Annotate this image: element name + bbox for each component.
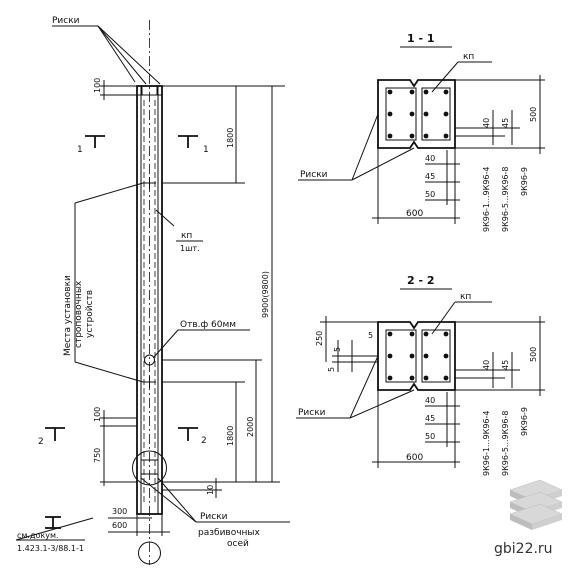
section-2-title: 2 - 2 [407, 274, 435, 287]
svg-text:40: 40 [482, 118, 491, 128]
svg-text:кп: кп [460, 292, 471, 302]
svg-text:9К96-1...9К96-4: 9К96-1...9К96-4 [482, 411, 491, 476]
section-mark-1-left: 1 [77, 135, 105, 155]
svg-text:устройств: устройств [85, 290, 95, 338]
svg-text:осей: осей [227, 539, 249, 549]
svg-text:1800: 1800 [226, 128, 235, 148]
svg-text:10: 10 [206, 485, 215, 495]
svg-text:600: 600 [406, 453, 423, 463]
svg-text:Отв.ф 60мм: Отв.ф 60мм [180, 320, 236, 330]
svg-text:кп: кп [463, 52, 474, 62]
svg-text:600: 600 [406, 209, 423, 219]
svg-text:кп: кп [181, 231, 192, 241]
section-2-bars [387, 331, 449, 381]
hole-60mm [144, 354, 155, 366]
svg-text:9900(9800): 9900(9800) [261, 271, 270, 318]
svg-text:9К96-5...9К96-8: 9К96-5...9К96-8 [501, 167, 510, 232]
svg-text:1800: 1800 [226, 426, 235, 446]
reference-note: см.докум. 1.423.1-3/88.1-1 [15, 516, 94, 553]
svg-text:9К96-9: 9К96-9 [520, 407, 529, 436]
section-1-1: 1 - 1 кп Риски 600 500 [298, 32, 545, 232]
section-mark-2-right: 2 [178, 427, 207, 446]
section-1-title: 1 - 1 [407, 32, 435, 45]
svg-text:1.423.1-3/88.1-1: 1.423.1-3/88.1-1 [17, 544, 84, 553]
svg-text:Риски: Риски [200, 512, 228, 522]
svg-text:2000: 2000 [246, 417, 255, 437]
section-1-bars [387, 89, 449, 139]
axis-bubble [138, 541, 161, 565]
svg-text:9К96-9: 9К96-9 [520, 167, 529, 196]
svg-text:500: 500 [529, 107, 538, 122]
svg-text:100: 100 [93, 78, 102, 93]
svg-text:40: 40 [425, 396, 435, 405]
section-mark-2-left: 2 [38, 427, 65, 447]
svg-text:100: 100 [93, 407, 102, 422]
svg-text:1: 1 [77, 145, 83, 155]
svg-text:600: 600 [112, 521, 127, 530]
svg-text:1шт.: 1шт. [180, 244, 200, 253]
svg-text:45: 45 [501, 118, 510, 128]
svg-text:500: 500 [529, 347, 538, 362]
svg-text:250: 250 [315, 331, 324, 346]
section-2-2: 2 - 2 кп 250 5 5 5 Риски [296, 274, 545, 476]
lifting-point-lower [143, 376, 156, 388]
svg-text:строповочных: строповочных [74, 280, 84, 348]
column-elevation: Риски 100 1 1 2 2 [15, 16, 290, 565]
svg-text:Места установки: Места установки [63, 275, 73, 356]
svg-text:1: 1 [203, 145, 209, 155]
notches-label-bottom: Риски разбивочных осей [140, 477, 290, 549]
svg-text:5: 5 [333, 347, 342, 352]
svg-text:2: 2 [201, 436, 207, 446]
kp-label: кп 1шт. [155, 209, 203, 253]
svg-text:9К96-5...9К96-8: 9К96-5...9К96-8 [501, 411, 510, 476]
svg-text:300: 300 [112, 507, 127, 516]
svg-text:2: 2 [38, 437, 44, 447]
svg-text:40: 40 [425, 154, 435, 163]
svg-text:45: 45 [425, 414, 435, 423]
svg-text:разбивочных: разбивочных [198, 528, 261, 538]
svg-text:Риски: Риски [298, 408, 326, 418]
lifting-places-label: Места установки строповочных устройств [63, 182, 144, 383]
svg-text:50: 50 [425, 190, 435, 199]
svg-text:45: 45 [501, 360, 510, 370]
section-mark-1-right: 1 [178, 135, 209, 155]
svg-text:5: 5 [368, 331, 373, 340]
svg-text:9К96-1...9К96-4: 9К96-1...9К96-4 [482, 167, 491, 232]
notches-label-top: Риски [52, 16, 80, 26]
svg-text:50: 50 [425, 432, 435, 441]
svg-text:40: 40 [482, 360, 491, 370]
svg-text:см.докум.: см.докум. [17, 531, 59, 540]
stacked-slabs-logo-icon [509, 479, 563, 530]
lifting-point-upper [143, 177, 156, 189]
svg-text:Риски: Риски [300, 170, 328, 180]
hole-label: Отв.ф 60мм [153, 320, 250, 358]
watermark: gbi22.ru [494, 479, 563, 557]
svg-text:5: 5 [327, 367, 336, 372]
svg-text:45: 45 [425, 172, 435, 181]
watermark-site: gbi22.ru [494, 541, 553, 557]
svg-text:750: 750 [93, 448, 102, 463]
